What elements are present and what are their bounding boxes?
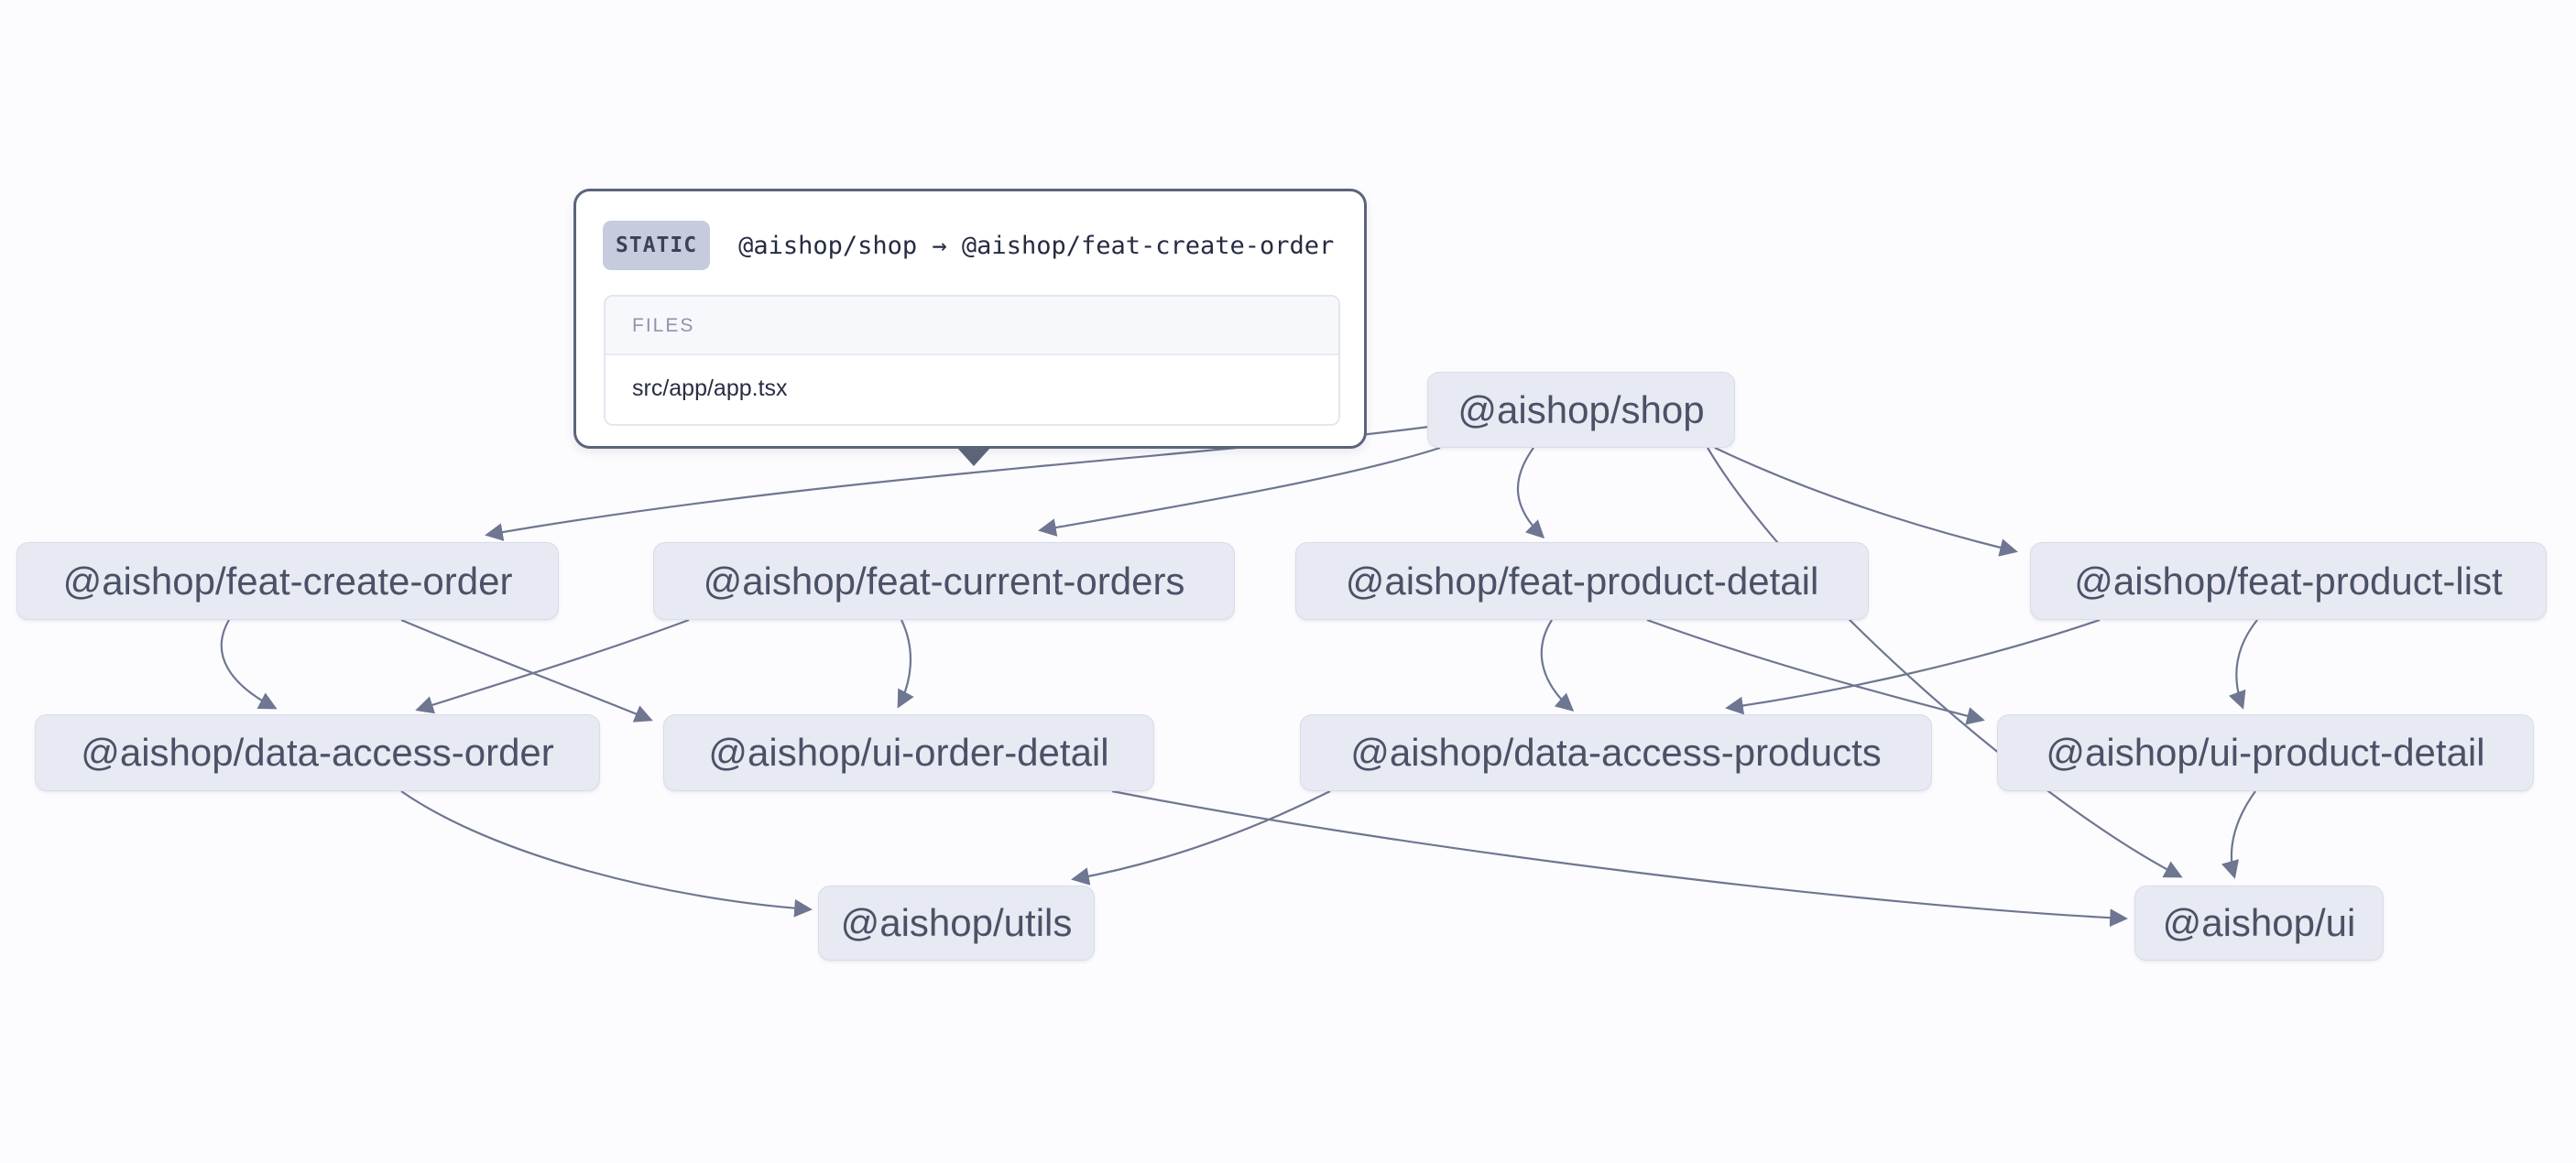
tooltip-caret-icon	[956, 447, 991, 466]
files-header-label: FILES	[606, 297, 1338, 355]
edge-feat-product-list-to-ui-product-detail[interactable]	[2228, 619, 2258, 710]
edge-feat-current-orders-to-ui-order-detail[interactable]	[897, 619, 914, 709]
edge-feat-product-list-to-data-access-products[interactable]	[1725, 618, 2101, 715]
edge-feat-create-order-to-data-access-order[interactable]	[220, 619, 278, 710]
edge-data-access-products-to-utils[interactable]	[1071, 790, 1331, 886]
tooltip-edge-title: @aishop/shop → @aishop/feat-create-order	[738, 231, 1335, 260]
edge-data-access-order-to-utils[interactable]	[400, 790, 813, 918]
graph-node-ui-order-detail[interactable]: @aishop/ui-order-detail	[663, 714, 1154, 791]
edge-shop-to-feat-current-orders[interactable]	[1038, 446, 1441, 537]
files-box: FILES src/app/app.tsx	[604, 295, 1340, 426]
edge-feat-product-detail-to-ui-product-detail[interactable]	[1646, 618, 1985, 725]
graph-node-ui[interactable]: @aishop/ui	[2134, 886, 2384, 961]
graph-node-data-access-order[interactable]: @aishop/data-access-order	[35, 714, 600, 791]
edge-ui-product-detail-to-ui[interactable]	[2221, 790, 2256, 879]
graph-node-data-access-products[interactable]: @aishop/data-access-products	[1300, 714, 1932, 791]
edge-shop-to-feat-product-list[interactable]	[1714, 447, 2018, 557]
graph-node-ui-product-detail[interactable]: @aishop/ui-product-detail	[1997, 714, 2534, 791]
edge-feat-create-order-to-ui-order-detail[interactable]	[400, 618, 653, 723]
dependency-type-badge: STATIC	[603, 221, 711, 270]
graph-node-utils[interactable]: @aishop/utils	[818, 886, 1095, 961]
edge-shop-to-feat-product-detail[interactable]	[1516, 447, 1545, 539]
edge-tooltip: STATIC @aishop/shop → @aishop/feat-creat…	[573, 189, 1367, 449]
edge-feat-product-detail-to-data-access-products[interactable]	[1540, 619, 1575, 712]
graph-node-feat-product-list[interactable]: @aishop/feat-product-list	[2030, 542, 2547, 620]
graph-node-shop[interactable]: @aishop/shop	[1427, 372, 1735, 448]
file-path-item: src/app/app.tsx	[606, 355, 1338, 424]
graph-node-feat-current-orders[interactable]: @aishop/feat-current-orders	[653, 542, 1235, 620]
edge-ui-order-detail-to-ui[interactable]	[1111, 789, 2128, 928]
edge-shop-to-ui[interactable]	[1707, 447, 2183, 878]
graph-node-feat-create-order[interactable]: @aishop/feat-create-order	[16, 542, 559, 620]
tooltip-header: STATIC @aishop/shop → @aishop/feat-creat…	[576, 191, 1364, 270]
graph-node-feat-product-detail[interactable]: @aishop/feat-product-detail	[1295, 542, 1869, 620]
edge-feat-current-orders-to-data-access-order[interactable]	[415, 618, 690, 714]
